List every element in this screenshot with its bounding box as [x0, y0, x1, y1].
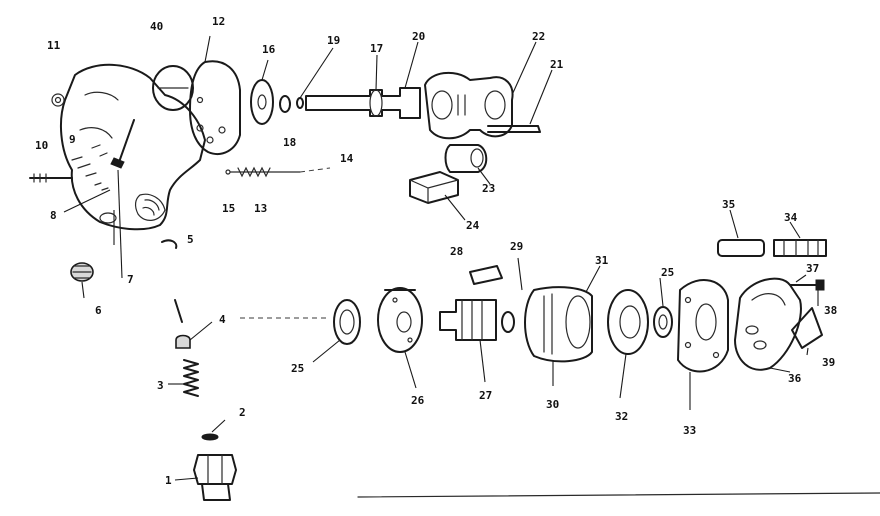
callout-25-left: 25	[291, 362, 304, 375]
callout-29: 29	[510, 240, 523, 253]
callout-15: 15	[222, 202, 235, 215]
callout-31: 31	[595, 254, 609, 267]
oring-2	[201, 433, 219, 441]
callout-35: 35	[722, 198, 735, 211]
callout-19: 19	[327, 34, 340, 47]
callout-36: 36	[788, 372, 802, 385]
callout-1: 1	[165, 474, 172, 487]
end-plate-32	[607, 289, 649, 355]
callout-21: 21	[550, 58, 564, 71]
leader-lines	[63, 35, 819, 481]
callout-9: 9	[69, 133, 76, 146]
shaft-17-20	[305, 87, 421, 119]
rotor-27	[439, 299, 515, 341]
cover-36	[734, 277, 802, 371]
callout-8: 8	[50, 209, 57, 222]
cylinder-head-12	[189, 60, 241, 155]
inlet-fitting-1	[193, 454, 237, 501]
callout-10: 10	[35, 139, 48, 152]
bottom-rule	[357, 492, 880, 498]
callout-20: 20	[412, 30, 425, 43]
plate-39	[791, 307, 823, 349]
ring-18	[279, 95, 291, 113]
callout-23: 23	[482, 182, 495, 195]
callout-16: 16	[262, 43, 276, 56]
pin-35	[717, 239, 765, 257]
block-24	[409, 171, 459, 204]
callout-38: 38	[824, 304, 837, 317]
ring-19	[296, 97, 304, 109]
clip-5	[161, 239, 178, 249]
bushing-23	[444, 144, 488, 173]
callout-24: 24	[466, 219, 480, 232]
plate-40	[152, 65, 194, 111]
callout-25-right: 25	[661, 266, 674, 279]
callout-33: 33	[683, 424, 696, 437]
trigger-pin-7	[110, 119, 135, 169]
end-plate-26	[377, 287, 423, 353]
pin-21	[487, 125, 541, 133]
callout-5: 5	[187, 233, 194, 246]
washer-16	[250, 79, 274, 125]
callout-numbers: 1 2 3 4 5 6 7 8 9 10 11 12 13 14 15 16 1…	[35, 15, 837, 487]
callout-4: 4	[219, 313, 226, 326]
cylinder-30-31	[524, 286, 593, 363]
callout-28: 28	[450, 245, 463, 258]
bearing-25b	[653, 306, 673, 338]
screw-37-38	[789, 279, 825, 291]
callout-11: 11	[47, 39, 61, 52]
valve-4	[174, 299, 191, 349]
callout-22: 22	[532, 30, 545, 43]
callout-3: 3	[157, 379, 164, 392]
screw-8	[29, 173, 73, 183]
callout-7: 7	[127, 273, 134, 286]
callout-39: 39	[822, 356, 835, 369]
callout-34: 34	[784, 211, 798, 224]
nut-6	[70, 262, 94, 282]
callout-18: 18	[283, 136, 296, 149]
spring-rod-13-14-15	[225, 166, 331, 178]
bearing-25a	[333, 299, 361, 345]
callout-6: 6	[95, 304, 102, 317]
fitting-34	[773, 239, 827, 257]
callout-12: 12	[212, 15, 225, 28]
callout-32: 32	[615, 410, 628, 423]
callout-27: 27	[479, 389, 492, 402]
callout-17: 17	[370, 42, 383, 55]
callout-13: 13	[254, 202, 267, 215]
housing-assembly	[51, 63, 206, 231]
callout-30: 30	[546, 398, 559, 411]
callout-2: 2	[239, 406, 246, 419]
callout-37: 37	[806, 262, 819, 275]
vane-28	[469, 265, 503, 285]
callout-26: 26	[411, 394, 425, 407]
callout-14: 14	[340, 152, 354, 165]
spring-3	[183, 359, 199, 397]
callout-40: 40	[150, 20, 163, 33]
yoke-22	[424, 71, 514, 140]
gasket-33	[677, 279, 729, 373]
